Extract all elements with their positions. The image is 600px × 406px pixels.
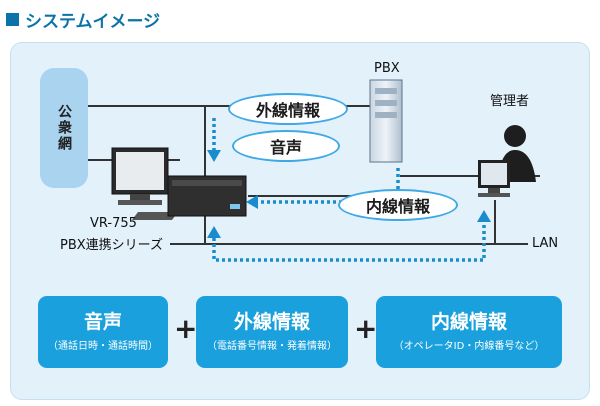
pbx-tower [369, 79, 403, 163]
page-title-text: システムイメージ [25, 11, 161, 32]
arrow-lan-loop [212, 222, 486, 262]
summary-main: 音声 [83, 311, 122, 333]
vr-series-label: PBX連携シリーズ [60, 238, 164, 253]
page-title: システムイメージ [6, 6, 160, 32]
public-network-label: 公衆網 [56, 104, 72, 152]
plus-sign: + [354, 312, 378, 345]
title-square-icon [6, 12, 19, 26]
internal-info-label: 内線情報 [365, 197, 430, 216]
admin-label: 管理者 [490, 94, 530, 109]
vr-model-label: VR-755 [90, 216, 137, 231]
voice-ellipse: 音声 [232, 130, 340, 162]
arrowhead-up-right [477, 210, 491, 222]
summary-main: 内線情報 [430, 311, 507, 333]
plus-sign: + [174, 312, 198, 345]
admin-monitor [478, 160, 510, 197]
recorder-unit [167, 175, 247, 217]
dotted-arrows [212, 118, 486, 262]
arrowhead-up-left [207, 226, 221, 238]
summary-box-internal: 内線情報 （オペレータID・内線番号など） [376, 296, 562, 368]
arrow-heads [207, 150, 491, 238]
public-network-node: 公衆網 [40, 68, 88, 188]
lan-label: LAN [532, 236, 559, 251]
summary-sub: （オペレータID・内線番号など） [393, 341, 545, 352]
summary-box-external: 外線情報 （電話番号情報・発着情報） [196, 296, 348, 368]
arrow-pbx-to-recorder [258, 168, 400, 204]
arrowhead-left [246, 195, 258, 209]
recorder-monitor [111, 147, 169, 205]
internal-info-ellipse: 内線情報 [338, 189, 458, 221]
recorder-keyboard [132, 212, 178, 220]
arrowhead-down [207, 150, 221, 162]
summary-sub: （電話番号情報・発着情報） [207, 341, 337, 352]
pbx-label: PBX [374, 61, 400, 76]
voice-label: 音声 [269, 138, 302, 157]
external-info-ellipse: 外線情報 [228, 93, 348, 125]
summary-sub: （通話日時・通話時間） [48, 341, 158, 352]
external-info-label: 外線情報 [255, 101, 320, 120]
summary-main: 外線情報 [233, 311, 310, 333]
summary-box-voice: 音声 （通話日時・通話時間） [38, 296, 168, 368]
